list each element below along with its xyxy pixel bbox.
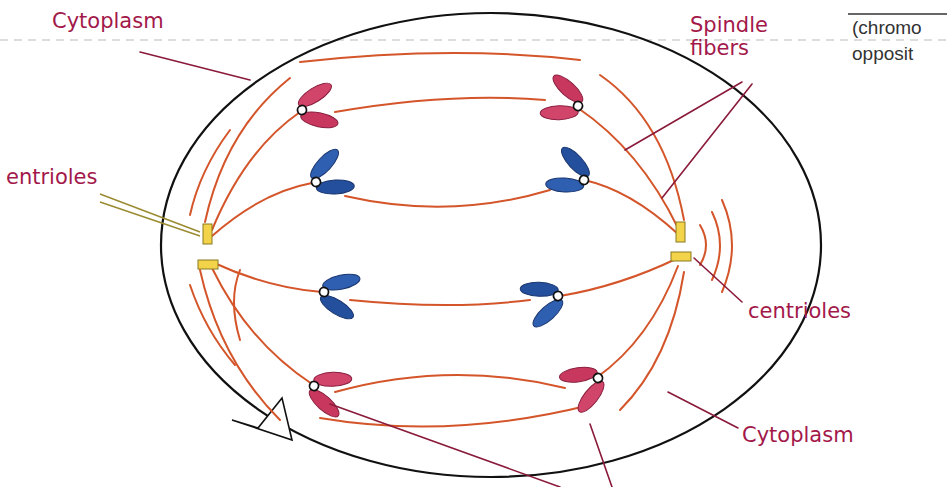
structure-label: Spindle fibers — [690, 14, 800, 60]
cell-membrane — [161, 13, 821, 477]
chromosome — [516, 270, 572, 333]
structure-label: centrioles — [748, 300, 851, 323]
centriole — [676, 222, 685, 242]
ruled-line — [848, 13, 947, 15]
structure-label: Cytoplasm — [742, 424, 854, 447]
chromosome — [536, 69, 592, 132]
chromosome — [541, 141, 600, 206]
pointer-mark — [232, 398, 292, 440]
note-text: opposit — [852, 44, 913, 65]
leader-lines — [100, 194, 200, 236]
ruled-line — [0, 40, 947, 41]
spindle-fibers — [190, 53, 732, 427]
centriole — [203, 224, 212, 244]
chromosome — [315, 265, 364, 324]
structure-label: Cytoplasm — [52, 10, 164, 33]
centriole — [671, 252, 691, 261]
chromosome — [293, 78, 342, 137]
structure-label: entrioles — [6, 166, 97, 189]
note-text: (chromo — [852, 18, 922, 39]
chromosome — [300, 143, 359, 208]
chromosome — [554, 353, 615, 419]
chromosome — [300, 360, 356, 423]
centriole — [198, 260, 218, 269]
leader-lines — [140, 52, 752, 487]
